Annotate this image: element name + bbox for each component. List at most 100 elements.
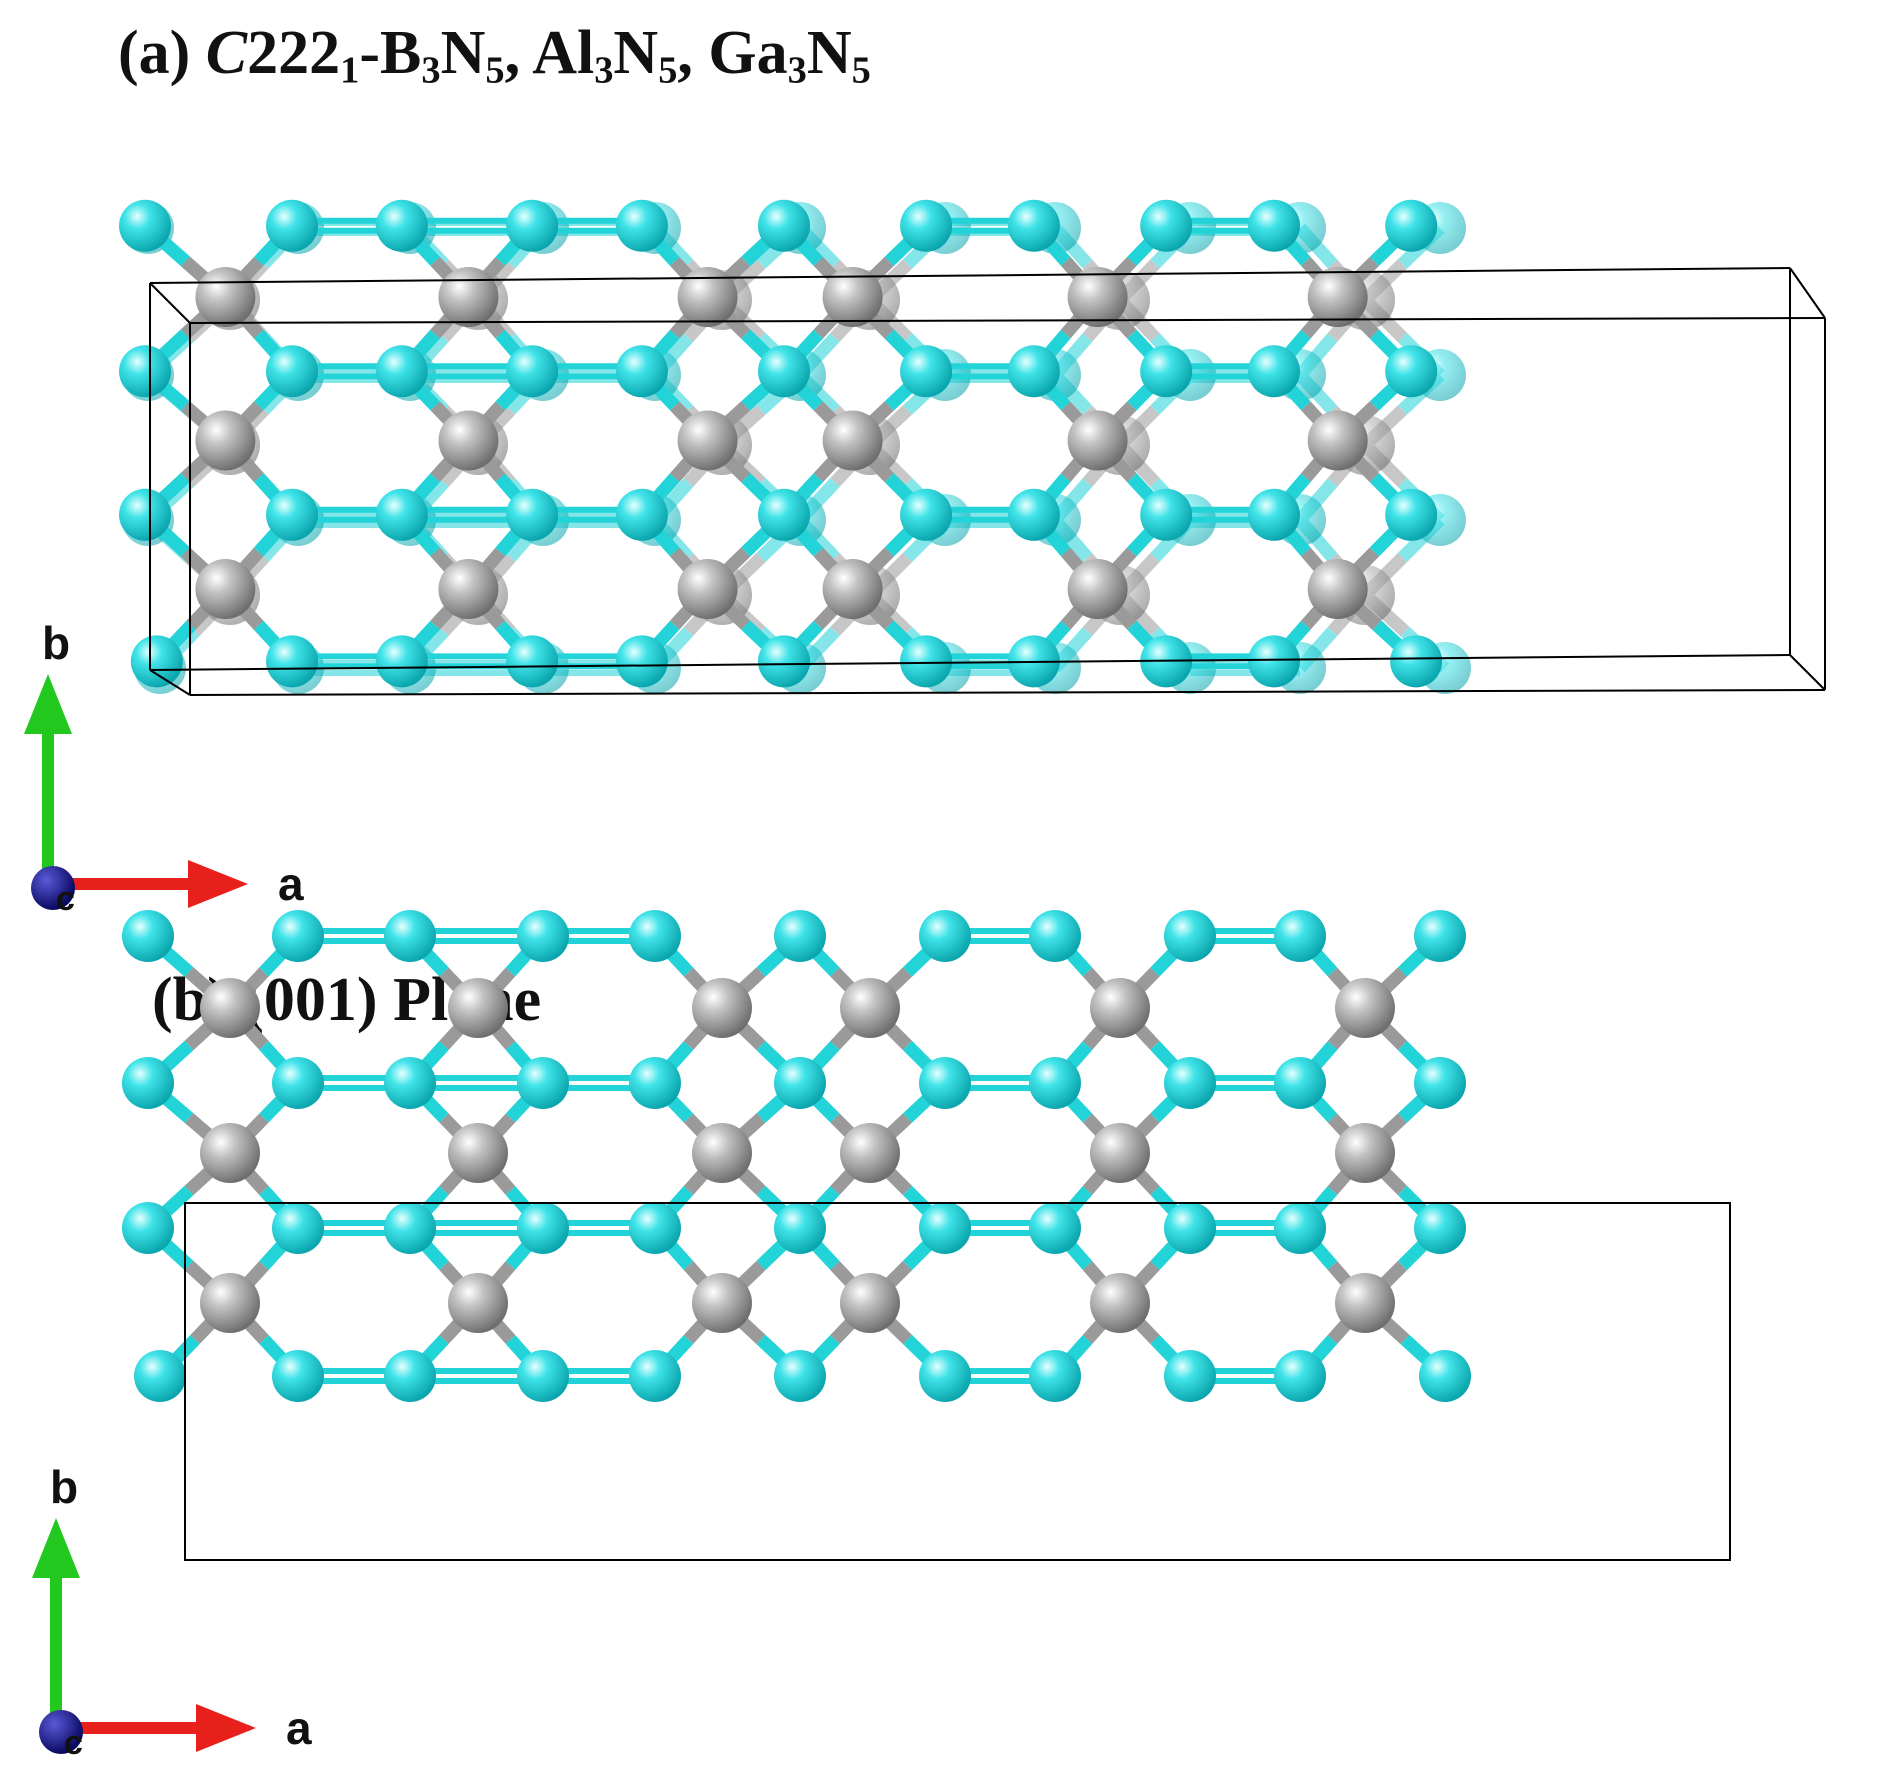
panel-b-nitrogen-atom [1414, 910, 1466, 962]
panel-a-front-nitrogen-atom [1007, 345, 1060, 398]
panel-b-nitrogen-atom [1274, 1350, 1326, 1402]
panel-b-nitrogen-atom [384, 1202, 436, 1254]
panel-a-title: (a) C2221-B3N5, Al3N5, Ga3N5 [118, 19, 871, 92]
panel-b-nitrogen-atom [629, 1202, 681, 1254]
panel-b-nitrogen-atom [1414, 1057, 1466, 1109]
panel-b-nitrogen-atom [1164, 1057, 1216, 1109]
panel-a-front-nitrogen-atom [375, 199, 428, 252]
panel-a-unit-cell [149, 267, 1826, 696]
panel-a-front-nitrogen-atom [375, 488, 428, 541]
panel-a-a-axis-label: a [278, 858, 304, 910]
panel-b-nitrogen-atom [1419, 1350, 1471, 1402]
panel-a-front-nitrogen-atom [1248, 635, 1300, 688]
panel-b-nitrogen-atom [517, 1202, 569, 1254]
panel-b-axis-triad: bac [32, 1461, 312, 1762]
panel-b-nitrogen-atom [774, 910, 826, 962]
panel-a-front-metal-atom [822, 267, 883, 327]
panel-b-metal-atom [1090, 1123, 1150, 1183]
panel-b-b-axis-label: b [50, 1461, 78, 1513]
panel-a-front-nitrogen-atom [758, 635, 810, 688]
panel-b-nitrogen-atom [272, 1057, 324, 1109]
panel-a-unit-cell-edge [189, 317, 1826, 324]
panel-a-front-nitrogen-atom [266, 488, 319, 541]
panel-b-nitrogen-atom [1274, 910, 1326, 962]
panel-a-front-nitrogen-atom [1248, 345, 1300, 398]
panel-b-nitrogen-atom [1029, 1057, 1081, 1109]
panel-a-front-nitrogen-atom [900, 345, 953, 398]
panel-b-metal-atom [448, 1273, 508, 1333]
panel-b-unit-cell [184, 1202, 1731, 1561]
panel-b-nitrogen-atom [272, 1202, 324, 1254]
panel-a-unit-cell-edge [1789, 267, 1826, 319]
panel-a-front-nitrogen-atom [615, 345, 668, 398]
panel-b-metal-atom [1090, 1273, 1150, 1333]
panel-a-front-nitrogen-atom [1248, 199, 1300, 252]
panel-b-metal-atom [692, 1123, 752, 1183]
panel-b-nitrogen-atom [1164, 1350, 1216, 1402]
panel-a-axis-triad: b a c [24, 617, 304, 918]
panel-b-nitrogen-atom [1164, 910, 1216, 962]
panel-a-unit-cell-edge [189, 689, 1826, 696]
panel-a-front-nitrogen-atom [1140, 199, 1193, 252]
panel-b-nitrogen-atom [919, 910, 971, 962]
panel-b-nitrogen-atom [272, 910, 324, 962]
panel-a-front-nitrogen-atom [130, 635, 183, 688]
panel-b-a-axis-label: a [286, 1702, 312, 1754]
panel-b-metal-atom [840, 1123, 900, 1183]
panel-a-front-nitrogen-atom [758, 199, 810, 252]
panel-a-front-nitrogen-atom [615, 199, 668, 252]
panel-b-nitrogen-atom [1274, 1057, 1326, 1109]
panel-a-front-nitrogen-atom [375, 345, 428, 398]
panel-a-unit-cell-edge [149, 282, 191, 324]
panel-a-back-bonds [143, 220, 1450, 676]
panel-a-front-metal-atom [822, 410, 883, 471]
panel-a-front-nitrogen-atom [1140, 345, 1193, 398]
panel-b-metal-atom [448, 978, 508, 1038]
panel-a-front-metal-atom [195, 267, 256, 327]
panel-b-metal-atom [200, 1123, 260, 1183]
panel-a-front-nitrogen-atom [266, 199, 319, 252]
panel-a-unit-cell-edge [1789, 654, 1826, 691]
panel-a-front-nitrogen-atom [266, 635, 319, 688]
panel-a-front-nitrogen-atom [266, 345, 319, 398]
panel-b-nitrogen-atom [774, 1057, 826, 1109]
panel-a-b-axis-label: b [42, 617, 70, 669]
panel-a-front-nitrogen-atom [506, 635, 559, 688]
panel-b-nitrogen-atom [629, 1057, 681, 1109]
panel-a-c-axis-label: c [56, 880, 75, 918]
panel-a-front-nitrogen-atom [119, 345, 172, 398]
panel-a-structure [119, 199, 1826, 696]
panel-b-a-axis-arrowhead [196, 1704, 256, 1752]
panel-b-nitrogen-atom [517, 910, 569, 962]
panel-b-nitrogen-atom [1029, 1350, 1081, 1402]
panel-a-front-bonds [140, 217, 1421, 670]
panel-a-front-nitrogen-atom [758, 345, 810, 398]
panel-a-unit-cell-edge [149, 267, 1791, 284]
panel-a-front-metal-atom [677, 410, 738, 471]
panel-b-bonds [143, 928, 1450, 1384]
panel-b-nitrogen-atom [272, 1350, 324, 1402]
panel-a-front-metal-atom [1307, 559, 1368, 620]
panel-a-b-axis-arrowhead [24, 674, 72, 734]
panel-a-unit-cell-edge [149, 654, 1791, 671]
panel-b-nitrogen-atom [122, 910, 174, 962]
panel-b-nitrogen-atom [774, 1350, 826, 1402]
panel-b-nitrogen-atom [122, 1057, 174, 1109]
panel-b-nitrogen-atom [1029, 910, 1081, 962]
panel-b-metal-atom [1090, 978, 1150, 1038]
panel-a-front-metal-atom [677, 559, 738, 620]
panel-b-metal-atom [692, 1273, 752, 1333]
panel-a-front-nitrogen-atom [758, 488, 810, 541]
panel-a-front-nitrogen-atom [615, 488, 668, 541]
panel-b-c-axis-marker [39, 1710, 83, 1754]
panel-a-a-axis-arrowhead [188, 860, 248, 908]
panel-b-metal-atom [1335, 978, 1395, 1038]
panel-a-front-atoms [119, 199, 1443, 688]
panel-a-front-metal-atom [822, 559, 883, 620]
panel-a-front-nitrogen-atom [1390, 635, 1443, 688]
panel-a-front-nitrogen-atom [1385, 345, 1438, 398]
panel-b-nitrogen-atom [1164, 1202, 1216, 1254]
panel-b-nitrogen-atom [919, 1202, 971, 1254]
panel-a-front-nitrogen-atom [375, 635, 428, 688]
